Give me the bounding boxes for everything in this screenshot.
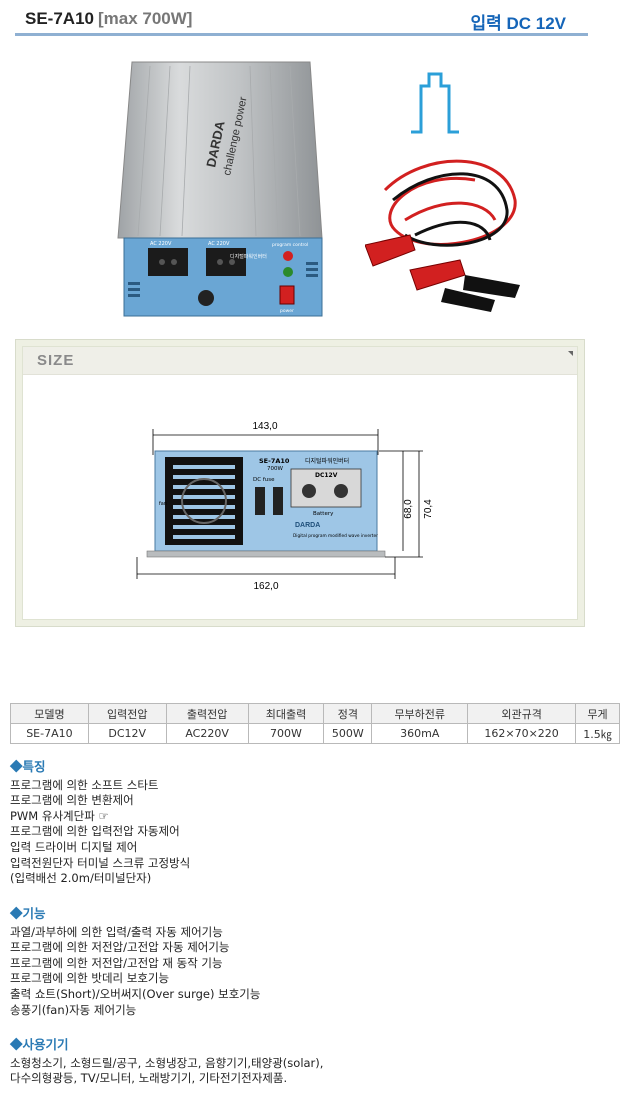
list-item: 프로그램에 의한 저전압/고전압 재 동작 기능	[10, 955, 223, 970]
header-cell: 정격	[323, 703, 373, 724]
battery-label: Battery	[313, 511, 334, 517]
diagram-brand: DARDA	[295, 522, 320, 529]
list-item: (입력배선 2.0m/터미널단자)	[10, 871, 152, 886]
header-cell: 최대출력	[247, 703, 325, 724]
terminal-label: DC12V	[315, 472, 338, 479]
outlet-right-label: AC 220V	[208, 241, 230, 247]
header-cell: 출력전압	[165, 703, 249, 724]
list-item: 프로그램에 의한 입력전압 자동제어	[10, 824, 180, 839]
list-item: 입력 드라이버 디지털 제어	[10, 839, 138, 854]
cable-and-waveform-image	[365, 72, 520, 312]
program-control-label: program control	[272, 242, 308, 248]
spec-table: 모델명 입력전압 출력전압 최대출력 정격 무부하전류 외관규격 무게 SE-7…	[10, 703, 620, 744]
spec-cell: 360mA	[371, 723, 469, 744]
dimension-height-outer: 70,4	[423, 499, 434, 519]
list-item: PWM 유사계단파 ☞	[10, 808, 109, 823]
size-section: SIZE 143,0 fan SE-7A10 700W DC fu	[15, 339, 585, 627]
dimension-diagram: 143,0 fan SE-7A10 700W DC fuse 디지털파워인버터 …	[136, 421, 434, 592]
page-header: SE-7A10[max 700W] 입력 DC 12V	[15, 6, 588, 36]
list-item: 입력전원단자 터미널 스크류 고정방식	[10, 855, 191, 870]
spec-header-row: 모델명 입력전압 출력전압 최대출력 정격 무부하전류 외관규격 무게	[10, 703, 620, 724]
spec-cell: AC220V	[165, 723, 249, 744]
list-item: 송풍기(fan)자동 제어기능	[10, 1002, 137, 1017]
size-panel: SIZE 143,0 fan SE-7A10 700W DC fu	[22, 346, 578, 620]
fan-label: fan	[159, 501, 167, 507]
table-row: SE-7A10 DC12V AC220V 700W 500W 360mA 162…	[10, 723, 620, 744]
size-header-bar: SIZE	[23, 347, 577, 375]
header-cell: 무게	[575, 703, 620, 724]
diagram-bottom-text: Digital program modified wave inverter	[293, 533, 378, 539]
dimension-top: 143,0	[252, 421, 277, 432]
power-label: power	[280, 308, 294, 314]
features-title: ◆특징	[10, 760, 46, 774]
list-item: 다수의형광등, TV/모니터, 노래방기기, 기타전기전자제품.	[10, 1071, 288, 1086]
diagram-model: SE-7A10	[259, 457, 290, 465]
spec-cell: 1.5㎏	[575, 723, 620, 744]
model-title: SE-7A10[max 700W]	[25, 9, 193, 28]
panel-title-text: 디지털파워인버터	[230, 253, 267, 260]
list-item: 프로그램에 의한 소프트 스타트	[10, 777, 159, 792]
list-item: 프로그램에 의한 변환제어	[10, 793, 134, 808]
header-cell: 외관규격	[467, 703, 577, 724]
header-cell: 입력전압	[87, 703, 167, 724]
outlet-left-label: AC 220V	[150, 241, 172, 247]
fuse-label: DC fuse	[253, 477, 275, 483]
header-cell: 무부하전류	[371, 703, 469, 724]
spec-cell: DC12V	[87, 723, 167, 744]
list-item: 프로그램에 의한 밧데리 보호기능	[10, 971, 170, 986]
list-item: 프로그램에 의한 저전압/고전압 자동 제어기능	[10, 940, 230, 955]
dimension-height-inner: 68,0	[403, 499, 414, 519]
spec-cell: 700W	[247, 723, 325, 744]
dimension-bottom: 162,0	[253, 581, 278, 592]
inverter-product-image: DARDA challenge power AC 220V AC 220V 디지…	[117, 61, 323, 317]
usage-section: ◆사용기기 소형청소기, 소형드릴/공구, 소형냉장고, 음향기기,태양광(so…	[10, 1038, 323, 1087]
waveform-icon	[411, 72, 459, 134]
corner-arrow-icon	[568, 351, 573, 356]
header-cell: 모델명	[10, 703, 89, 724]
usage-title: ◆사용기기	[10, 1038, 69, 1052]
functions-section: ◆기능 과열/과부하에 의한 입력/출력 자동 제어기능 프로그램에 의한 저전…	[10, 907, 260, 1018]
size-label: SIZE	[37, 352, 75, 369]
diagram-title: 디지털파워인버터	[305, 457, 349, 465]
input-voltage-title: 입력 DC 12V	[470, 14, 566, 33]
functions-title: ◆기능	[10, 907, 46, 921]
diagram-power: 700W	[267, 466, 283, 472]
max-power: [max 700W]	[97, 9, 193, 28]
list-item: 과열/과부하에 의한 입력/출력 자동 제어기능	[10, 924, 223, 939]
list-item: 소형청소기, 소형드릴/공구, 소형냉장고, 음향기기,태양광(solar),	[10, 1055, 324, 1070]
list-item: 출력 쇼트(Short)/오버써지(Over surge) 보호기능	[10, 986, 261, 1001]
spec-cell: 500W	[323, 723, 373, 744]
spec-cell: 162×70×220	[467, 723, 577, 744]
features-section: ◆특징 프로그램에 의한 소프트 스타트 프로그램에 의한 변환제어 PWM 유…	[10, 760, 190, 887]
spec-cell: SE-7A10	[10, 723, 89, 744]
